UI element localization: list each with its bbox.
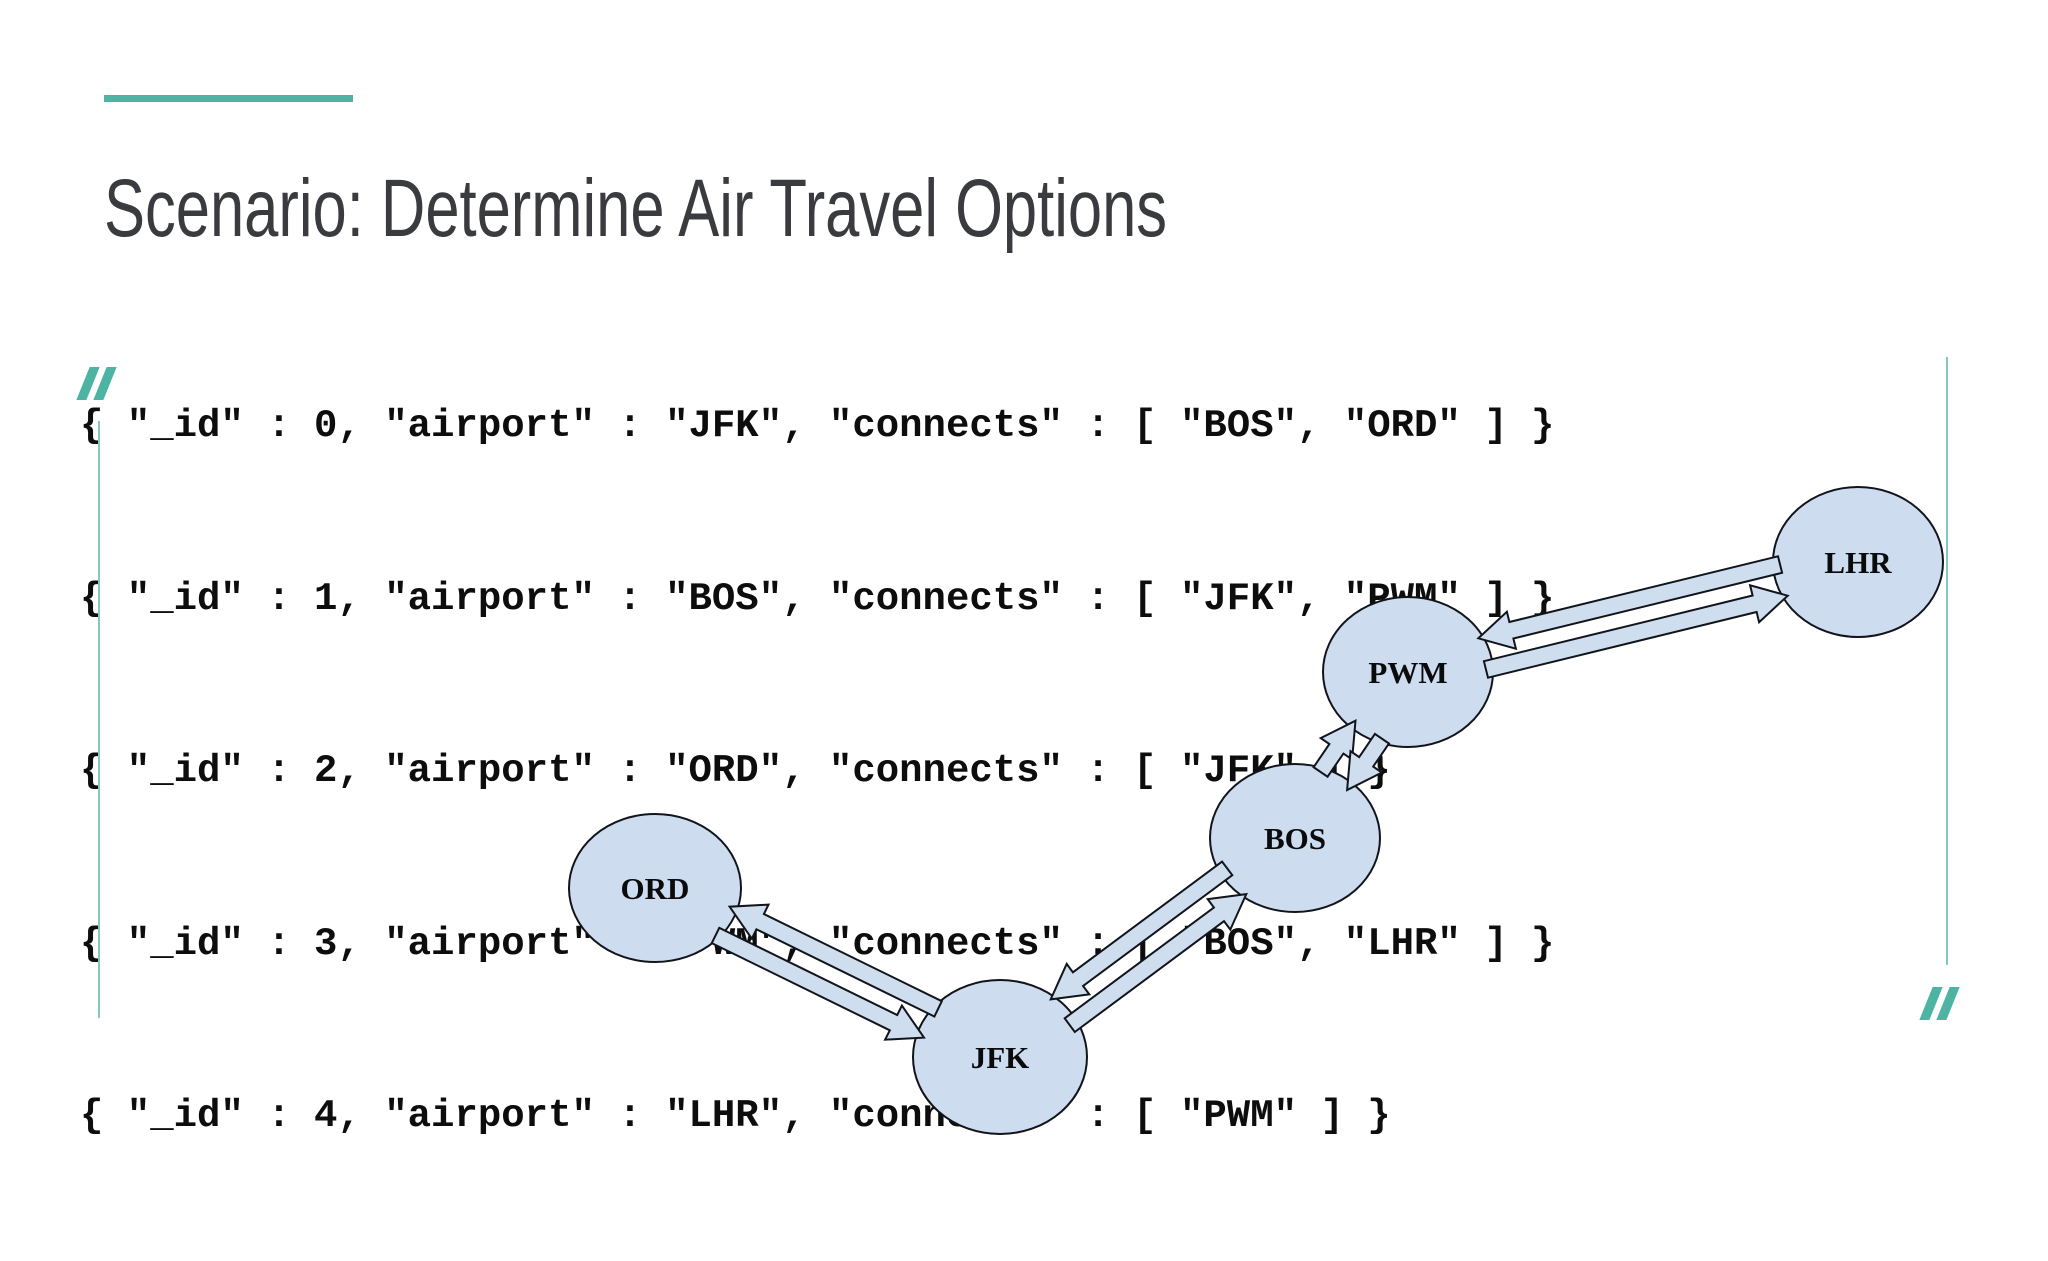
slide: Scenario: Determine Air Travel Options {… (76, 95, 1960, 1138)
node-label-JFK: JFK (971, 1040, 1030, 1075)
json-code-line: { "_id" : 0, "airport" : "JFK", "connect… (80, 404, 1555, 448)
slide-title: Scenario: Determine Air Travel Options (104, 163, 1168, 254)
edge-arrow-ORD-JFK (710, 926, 926, 1041)
edge-arrow-BOS-JFK (1049, 860, 1234, 1001)
node-label-ORD: ORD (621, 871, 690, 906)
node-ORD (568, 813, 742, 963)
airport-graph-diagram: ORD JFK BOS PWM LHR (568, 486, 1944, 1135)
title-accent-bar (104, 95, 353, 102)
node-label-PWM: PWM (1368, 655, 1447, 690)
json-code-line: { "_id" : 3, "airport" : "PWM", "connect… (80, 921, 1555, 966)
node-BOS (1209, 763, 1381, 913)
edge-arrow-PWM-LHR (1482, 583, 1790, 679)
left-vertical-rule (98, 421, 100, 1018)
edge-arrow-JFK-ORD (727, 903, 944, 1018)
right-vertical-rule (1946, 357, 1948, 965)
node-label-BOS: BOS (1264, 821, 1326, 856)
edge-arrow-JFK-BOS (1063, 892, 1248, 1034)
json-code-line: { "_id" : 4, "airport" : "LHR", "connect… (80, 1094, 1391, 1138)
edge-arrow-BOS-PWM (1312, 719, 1357, 779)
node-label-LHR: LHR (1824, 545, 1892, 580)
node-JFK (912, 979, 1088, 1135)
json-code-block: { "_id" : 0, "airport" : "JFK", "connect… (80, 283, 1554, 1261)
edge-arrow-PWM-BOS (1345, 732, 1391, 792)
json-code-line: { "_id" : 1, "airport" : "BOS", "connect… (80, 576, 1555, 621)
edge-arrow-LHR-PWM (1476, 555, 1784, 651)
